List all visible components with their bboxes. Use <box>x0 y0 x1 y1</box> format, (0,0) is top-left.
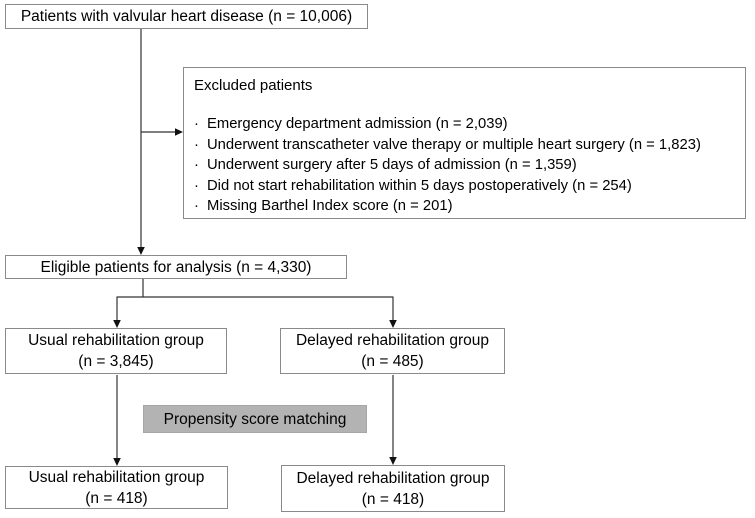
box-delayed-rehab-group: Delayed rehabilitation group (n = 485) <box>280 328 505 374</box>
box-patients-total-label: Patients with valvular heart disease (n … <box>20 8 353 25</box>
arrowhead-down-icon <box>137 247 145 255</box>
excluded-title: Excluded patients <box>194 77 313 94</box>
bullet-icon: · <box>194 198 199 214</box>
box-excluded-patients: Excluded patients · Emergency department… <box>183 67 746 219</box>
box-delayed-matched-count: (n = 418) <box>361 490 425 508</box>
arrowhead-down-icon <box>389 320 397 328</box>
box-delayed-matched-line1: Delayed rehabilitation group <box>296 469 490 487</box>
arrowhead-down-icon <box>113 320 121 328</box>
excluded-item-label: Missing Barthel Index score (n = 201) <box>207 198 453 214</box>
excluded-item-label: Emergency department admission (n = 2,03… <box>207 116 508 132</box>
bullet-icon: · <box>194 116 199 132</box>
box-eligible-patients: Eligible patients for analysis (n = 4,33… <box>5 255 347 279</box>
box-propensity-score-matching: Propensity score matching <box>143 405 367 433</box>
connector-eligible-branch <box>117 279 393 298</box>
box-usual-matched-line1: Usual rehabilitation group <box>28 468 205 486</box>
bullet-icon: · <box>194 157 199 173</box>
box-eligible-label: Eligible patients for analysis (n = 4,33… <box>40 258 312 276</box>
connector-branch-to-delayed-group <box>389 296 397 328</box>
excluded-item-label: Underwent transcatheter valve therapy or… <box>207 136 701 153</box>
box-usual-rehab-matched: Usual rehabilitation group (n = 418) <box>5 466 228 509</box>
excluded-item: · Underwent surgery after 5 days of admi… <box>194 155 735 176</box>
box-usual-rehab-group: Usual rehabilitation group (n = 3,845) <box>5 328 227 374</box>
box-delayed-rehab-matched: Delayed rehabilitation group (n = 418) <box>281 465 505 512</box>
excluded-item-label: Underwent surgery after 5 days of admiss… <box>207 157 577 173</box>
arrowhead-down-icon <box>113 458 121 466</box>
connector-total-to-eligible <box>137 29 145 255</box>
connector-delayed-to-matched <box>389 375 397 465</box>
excluded-item-label: Did not start rehabilitation within 5 da… <box>207 177 632 194</box>
box-usual-matched-count: (n = 418) <box>85 489 148 507</box>
excluded-item: · Missing Barthel Index score (n = 201) <box>194 196 735 217</box>
box-usual-rehab-count: (n = 3,845) <box>78 353 154 370</box>
excluded-item: · Underwent transcatheter valve therapy … <box>194 135 735 156</box>
bullet-icon: · <box>194 177 199 194</box>
connector-to-excluded <box>141 128 183 136</box>
excluded-item: · Emergency department admission (n = 2,… <box>194 114 735 135</box>
box-usual-rehab-line1: Usual rehabilitation group <box>28 332 204 349</box>
arrowhead-right-icon <box>175 128 183 136</box>
box-delayed-rehab-line1: Delayed rehabilitation group <box>295 332 490 349</box>
propensity-matching-label: Propensity score matching <box>163 410 347 428</box>
box-patients-total: Patients with valvular heart disease (n … <box>5 4 368 29</box>
arrowhead-down-icon <box>389 457 397 465</box>
connector-usual-to-matched <box>113 375 121 466</box>
excluded-item: · Did not start rehabilitation within 5 … <box>194 176 735 197</box>
bullet-icon: · <box>194 136 199 153</box>
box-delayed-rehab-count: (n = 485) <box>361 353 424 370</box>
connector-branch-to-usual-group <box>113 296 121 328</box>
